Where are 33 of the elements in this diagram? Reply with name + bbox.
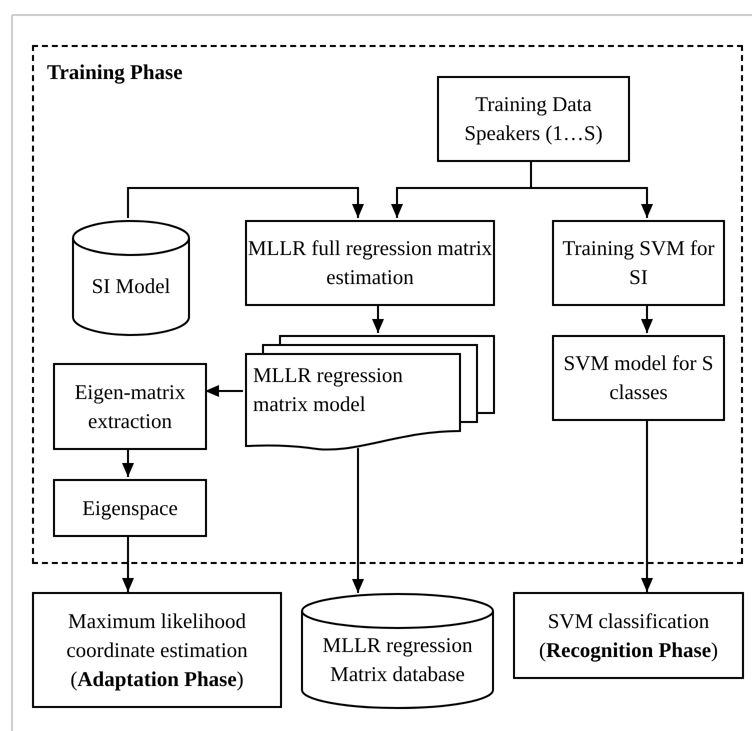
box-label: SI Model [92,273,170,300]
box-label: Training Data Speakers (1…S) [463,91,604,147]
arrow [205,385,243,397]
process-box [437,76,630,162]
arrow [641,419,653,592]
document-stack [245,335,495,450]
arrow [352,448,364,593]
process-box [552,220,725,306]
arrow [372,304,384,333]
box-label: Training SVM for SI [561,235,716,291]
phase-heading: Training Phase [47,59,183,86]
arrow [122,448,134,477]
dashed-region [32,45,743,564]
arrow [641,304,653,333]
box-label: Maximum likelihood coordinate estimation (Adaptation Phase) [65,608,249,692]
box-label: MLLR regression Matrix database [322,632,474,688]
box-label: MLLR regression matrix model [253,362,404,418]
process-box [552,335,725,421]
process-box [513,592,744,679]
process-box [245,220,495,306]
box-label: SVM classification (Recognition Phase) [538,608,720,664]
arrow [530,160,653,218]
process-box [32,592,282,708]
box-label: MLLR full regression matrix estimation [247,235,493,291]
database-cylinder [301,593,494,708]
box-label: SVM model for S classes [562,350,714,406]
database-cylinder [72,220,190,335]
arrow [127,187,364,218]
box-label: Eigen-matrix extraction [74,378,186,434]
box-label: Eigenspace [82,494,178,522]
process-box [53,479,207,537]
process-box [53,363,207,450]
arrow [122,535,134,592]
